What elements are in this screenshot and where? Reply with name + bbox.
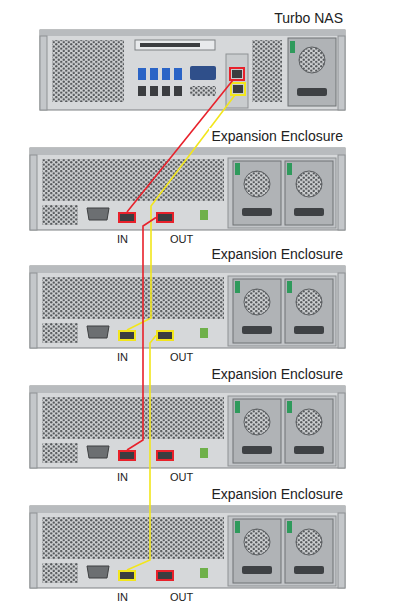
enclosure-rear	[30, 266, 345, 348]
lan-port	[150, 86, 158, 96]
sas-port: OUT	[156, 330, 174, 341]
usb-port	[162, 68, 170, 80]
slot-opening	[140, 43, 200, 47]
usb-port	[174, 68, 182, 80]
enclosure-label: Expansion Enclosure	[209, 246, 345, 263]
sas-connector	[232, 70, 242, 78]
enclosure-rear	[30, 506, 345, 588]
psu-module	[288, 38, 336, 106]
sas-cable	[127, 218, 156, 451]
port-label: IN	[117, 591, 128, 604]
enclosure-chassis: Expansion EnclosureINOUT	[30, 266, 345, 348]
sas-card	[226, 54, 248, 108]
lan-port	[162, 86, 170, 96]
usb-port	[138, 68, 146, 80]
sas-cable	[127, 336, 156, 571]
sas-port: IN	[118, 450, 136, 461]
enclosure-label: Expansion Enclosure	[209, 128, 345, 145]
usb-port	[150, 68, 158, 80]
psu-handle	[297, 88, 327, 96]
lan-port	[174, 86, 182, 96]
sas-port: IN	[118, 570, 136, 581]
rack-ear	[40, 36, 47, 110]
port-label: OUT	[170, 233, 193, 246]
psu-latch	[290, 41, 295, 53]
sas-connector	[233, 85, 243, 93]
port-label: IN	[117, 233, 128, 246]
port-label: IN	[117, 351, 128, 364]
port-label: OUT	[170, 591, 193, 604]
lan-port	[138, 86, 146, 96]
port-label: OUT	[170, 471, 193, 484]
chassis-body	[40, 30, 345, 110]
vent-grille	[52, 40, 124, 102]
enclosure-chassis: Expansion EnclosureINOUT	[30, 386, 345, 468]
sas-cable	[127, 80, 233, 212]
psu-fan	[299, 47, 325, 73]
sas-port: IN	[118, 212, 136, 223]
sas-port: OUT	[156, 450, 174, 461]
enclosure-chassis: Expansion EnclosureINOUT	[30, 148, 345, 230]
enclosure-rear	[30, 148, 345, 230]
vga-port	[190, 66, 216, 80]
sas-port: IN	[118, 330, 136, 341]
port-label: IN	[117, 471, 128, 484]
enclosure-rear	[30, 386, 345, 468]
nas-chassis: Turbo NAS	[40, 30, 345, 110]
enclosure-label: Expansion Enclosure	[209, 366, 345, 383]
chassis-top	[40, 30, 345, 36]
expansion-slot	[135, 40, 215, 50]
port-highlight	[231, 83, 245, 95]
device-label: Turbo NAS	[272, 10, 345, 27]
vent-grille	[190, 86, 216, 96]
nas-rear	[40, 30, 345, 110]
port-label: OUT	[170, 351, 193, 364]
vent-grille	[252, 40, 282, 102]
sas-port: OUT	[156, 570, 174, 581]
enclosure-chassis: Expansion EnclosureINOUT	[30, 506, 345, 588]
rack-ear	[338, 36, 345, 110]
port-highlight	[230, 68, 244, 80]
enclosure-label: Expansion Enclosure	[209, 486, 345, 503]
sas-port: OUT	[156, 212, 174, 223]
